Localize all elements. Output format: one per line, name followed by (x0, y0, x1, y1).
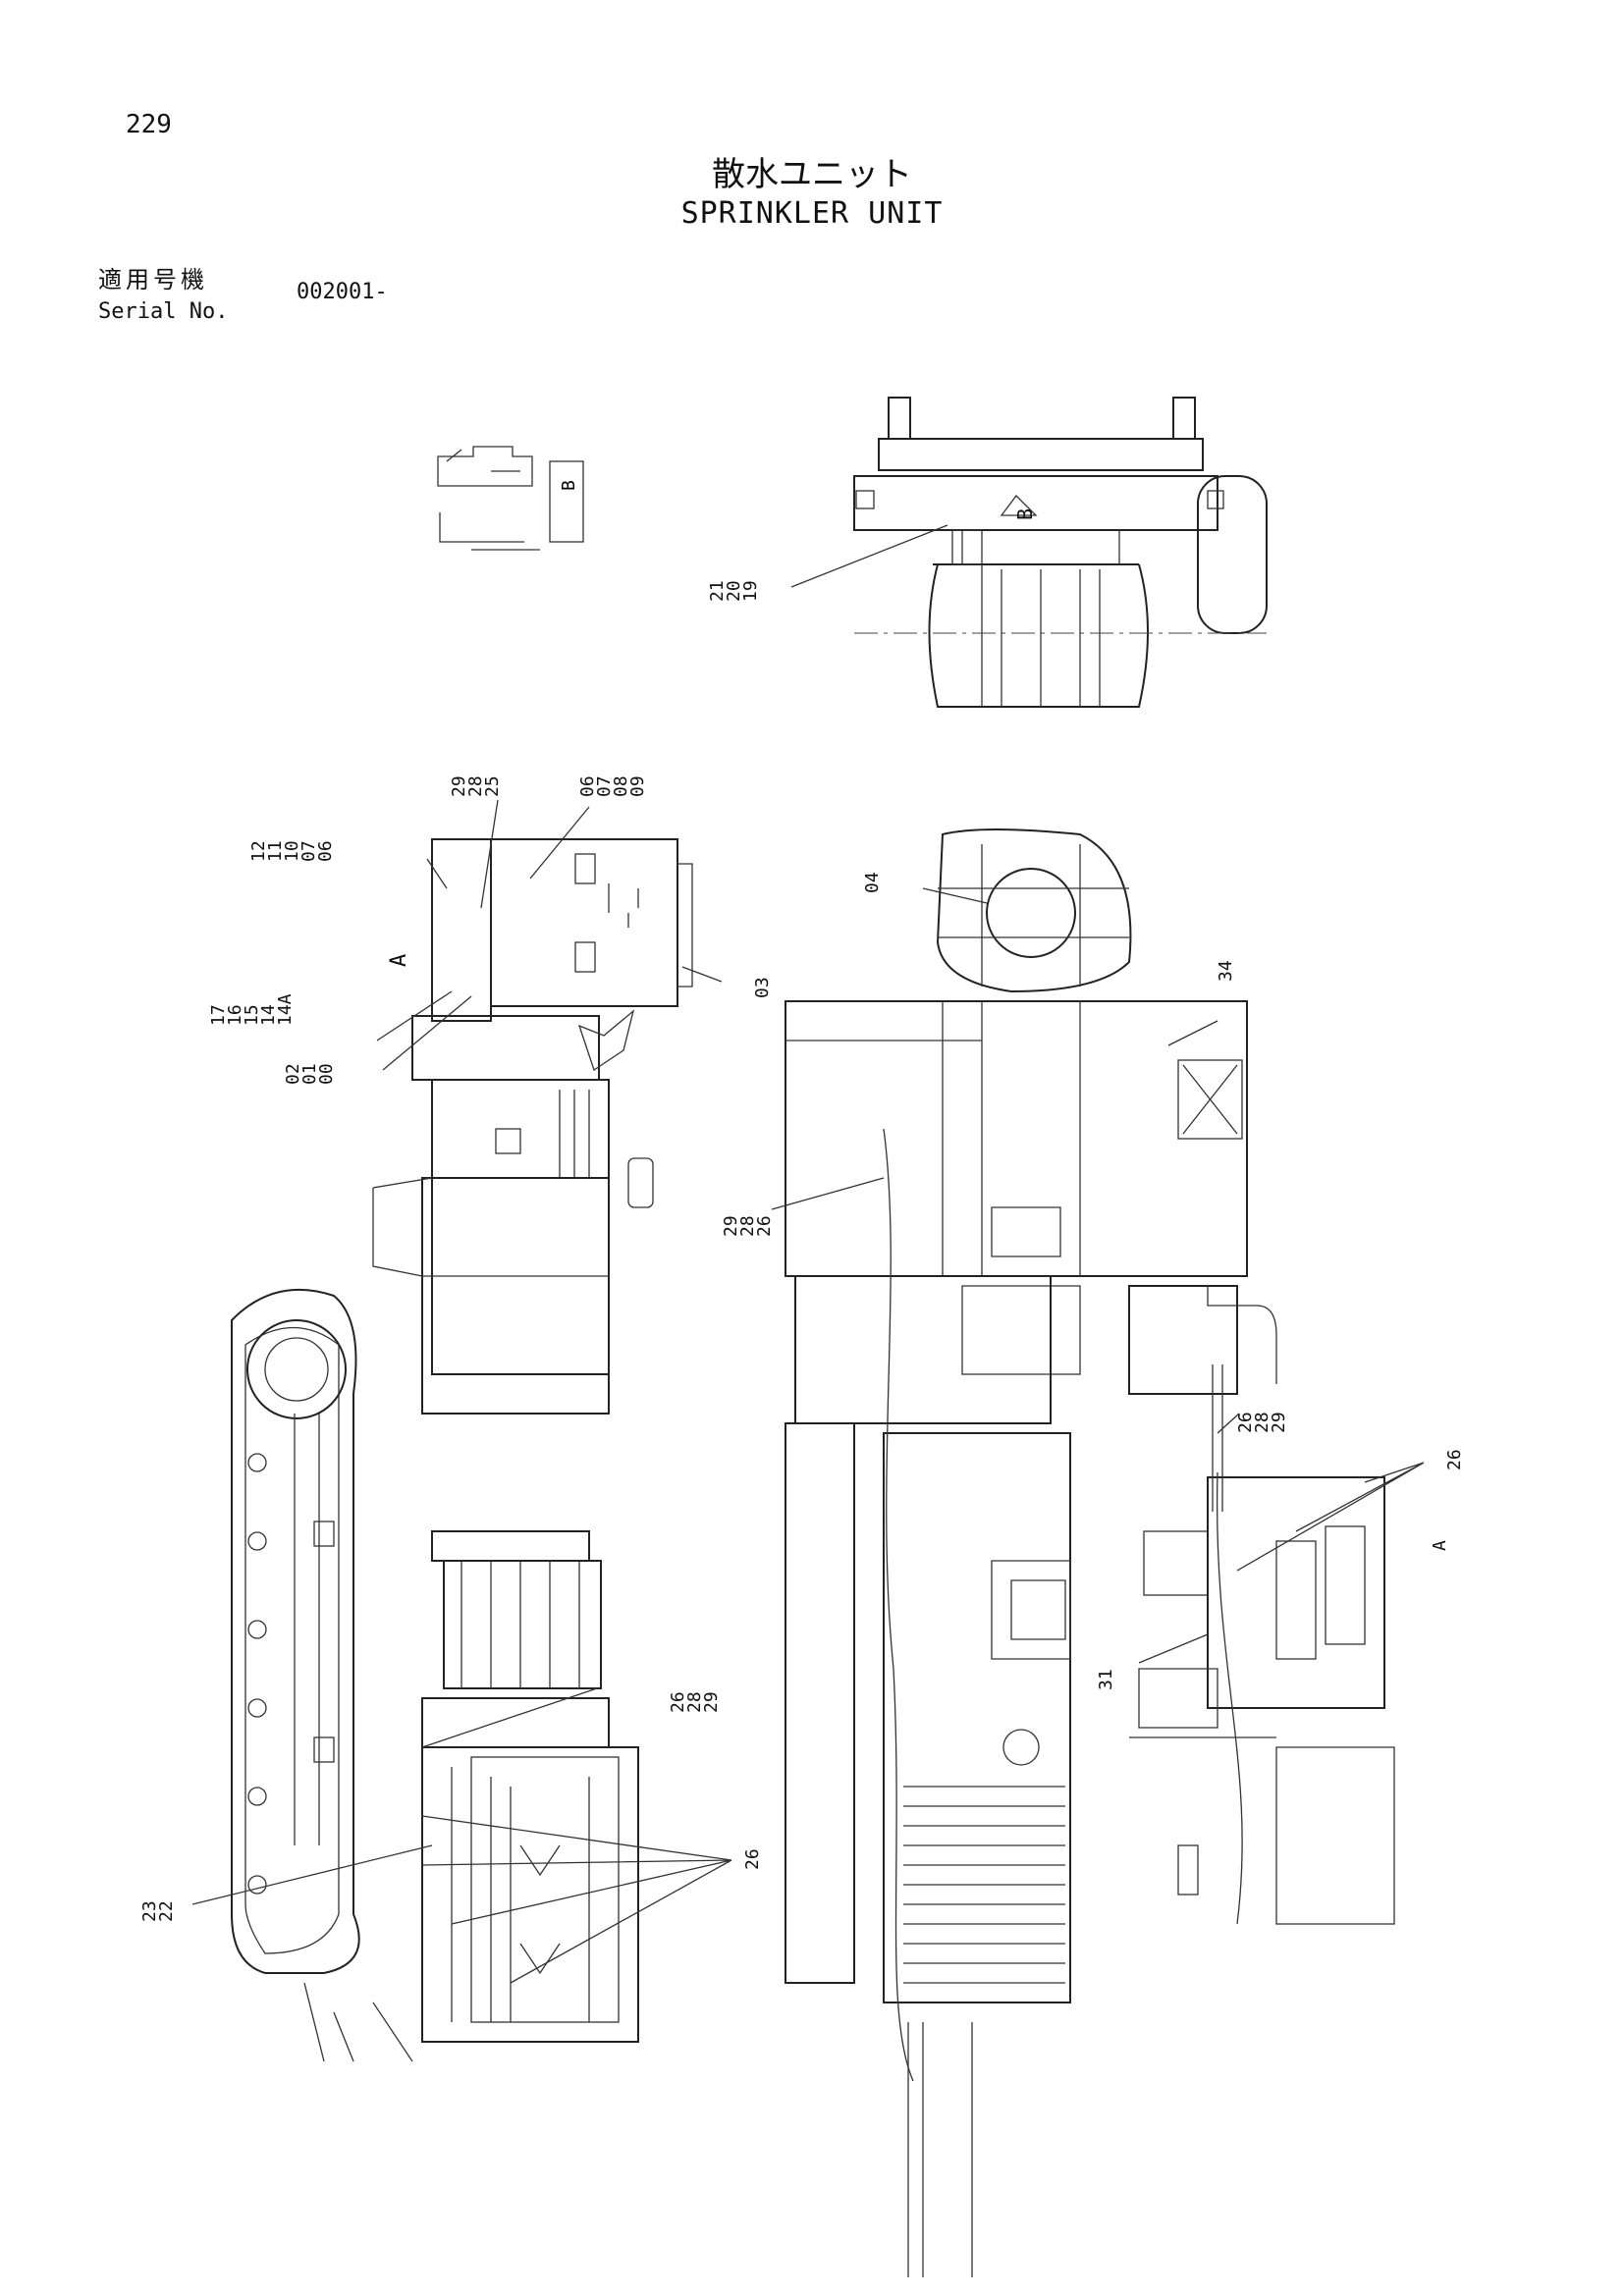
serial-label-english: Serial No. (98, 299, 229, 324)
callout-21-20-19: 21 20 19 (707, 580, 761, 602)
callout-03: 03 (752, 977, 773, 998)
callout-04: 04 (862, 872, 883, 893)
view-a-detail (1128, 1285, 1395, 1925)
callout-26-right: 26 (1444, 1449, 1465, 1470)
serial-number-value: 002001- (297, 280, 388, 304)
callout-29-28-26-middle: 29 28 26 (721, 1215, 775, 1237)
svg-text:B: B (559, 480, 579, 491)
title-english: SPRINKLER UNIT (680, 196, 944, 231)
callout-17-16-15-14-14a: 17 16 15 14 14A (208, 993, 296, 1026)
view-a-arrow-label: A (387, 953, 411, 967)
view-b-arrow-label: B (1013, 507, 1037, 520)
top-plan-view (853, 397, 1268, 708)
callout-34: 34 (1216, 960, 1236, 982)
callout-02-01-00: 02 01 00 (283, 1063, 337, 1085)
callout-26-left: 26 (742, 1848, 763, 1870)
rear-elevation-view (785, 828, 1248, 2277)
callout-29-28-25: 29 28 25 (449, 775, 503, 797)
callout-23-22: 23 22 (139, 1900, 177, 1922)
view-a-tag: A (1430, 1540, 1450, 1551)
callout-31: 31 (1096, 1669, 1116, 1690)
callout-26-28-29-right: 26 28 29 (1235, 1412, 1289, 1433)
view-b-tag: B (559, 480, 579, 491)
callout-12-11-10-07-06: 12 11 10 07 06 (248, 840, 336, 862)
leader-lines (191, 524, 1425, 1984)
page-number: 229 (126, 110, 172, 139)
side-elevation-view (372, 838, 693, 2043)
serial-label-japanese: 適用号機 (98, 266, 208, 294)
callout-06-07-08-09: 06 07 08 09 (577, 775, 648, 797)
callout-26-28-29-left: 26 28 29 (668, 1691, 722, 1713)
track-assembly (231, 1288, 413, 2062)
title-japanese: 散水ユニット (712, 155, 912, 194)
key-view-sketch (437, 446, 584, 551)
